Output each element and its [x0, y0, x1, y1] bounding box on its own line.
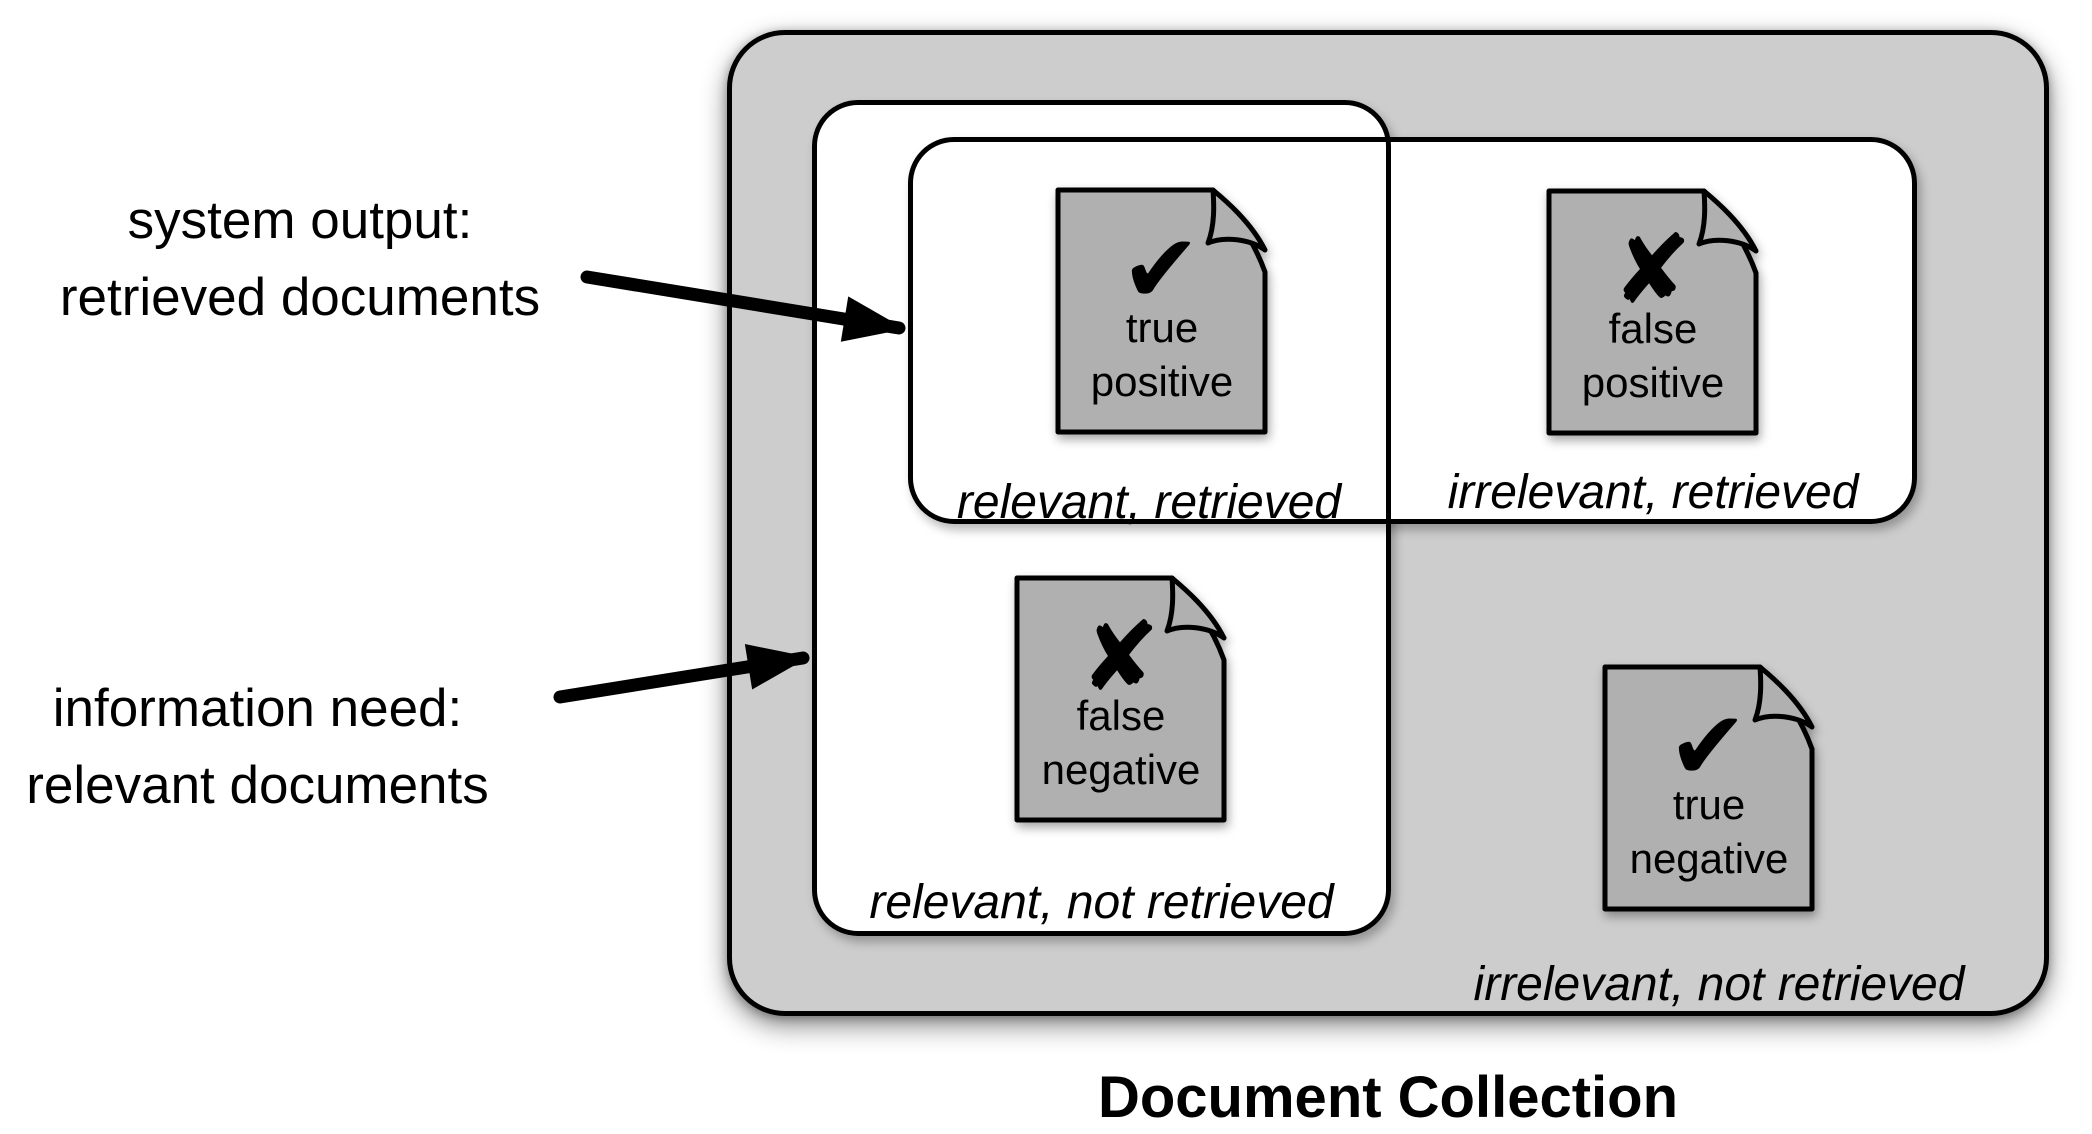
system-output-line2: retrieved documents	[59, 268, 541, 327]
label-relevant-retrieved: relevant, retrieved	[956, 476, 1342, 529]
document-label-line2: negative	[1630, 835, 1789, 882]
label-relevant-not-retrieved: relevant, not retrieved	[869, 876, 1334, 929]
document-label-line1: false	[1609, 305, 1698, 352]
false-positive-document-icon: ✘ false positive	[1546, 188, 1759, 436]
system-output-line1: system output:	[127, 191, 473, 250]
document-folded-corner	[1696, 188, 1759, 254]
true-negative-document-icon: ✔ true negative	[1602, 664, 1815, 912]
check-mark-icon: ✔	[1121, 213, 1201, 325]
label-irrelevant-not-retrieved: irrelevant, not retrieved	[1473, 958, 1965, 1011]
check-mark-icon: ✔	[1668, 690, 1748, 802]
cross-mark-icon: ✘	[1612, 214, 1692, 326]
relevant-documents-set-outline	[812, 100, 1391, 936]
cross-mark-icon: ✘	[1080, 601, 1160, 713]
document-label-line2: positive	[1582, 359, 1724, 406]
document-collection-title: Document Collection	[1097, 1065, 1679, 1130]
document-label-line2: negative	[1042, 746, 1201, 793]
document-label-line1: true	[1126, 304, 1198, 351]
true-positive-document-icon: ✔ true positive	[1055, 187, 1268, 435]
document-label-line2: positive	[1091, 358, 1233, 405]
document-folded-corner	[1752, 664, 1815, 730]
document-label-line1: false	[1077, 692, 1166, 739]
information-need-line2: relevant documents	[26, 756, 489, 815]
document-folded-corner	[1205, 187, 1268, 253]
false-negative-document-icon: ✘ false negative	[1014, 575, 1227, 823]
retrieved-documents-set-outline	[908, 137, 1917, 524]
information-need-annotation: information need: relevant documents	[0, 670, 515, 824]
information-need-line1: information need:	[52, 679, 463, 738]
document-folded-corner	[1164, 575, 1227, 641]
document-label-line1: true	[1673, 781, 1745, 828]
system-output-annotation: system output: retrieved documents	[40, 182, 560, 336]
label-irrelevant-retrieved: irrelevant, retrieved	[1447, 466, 1859, 519]
